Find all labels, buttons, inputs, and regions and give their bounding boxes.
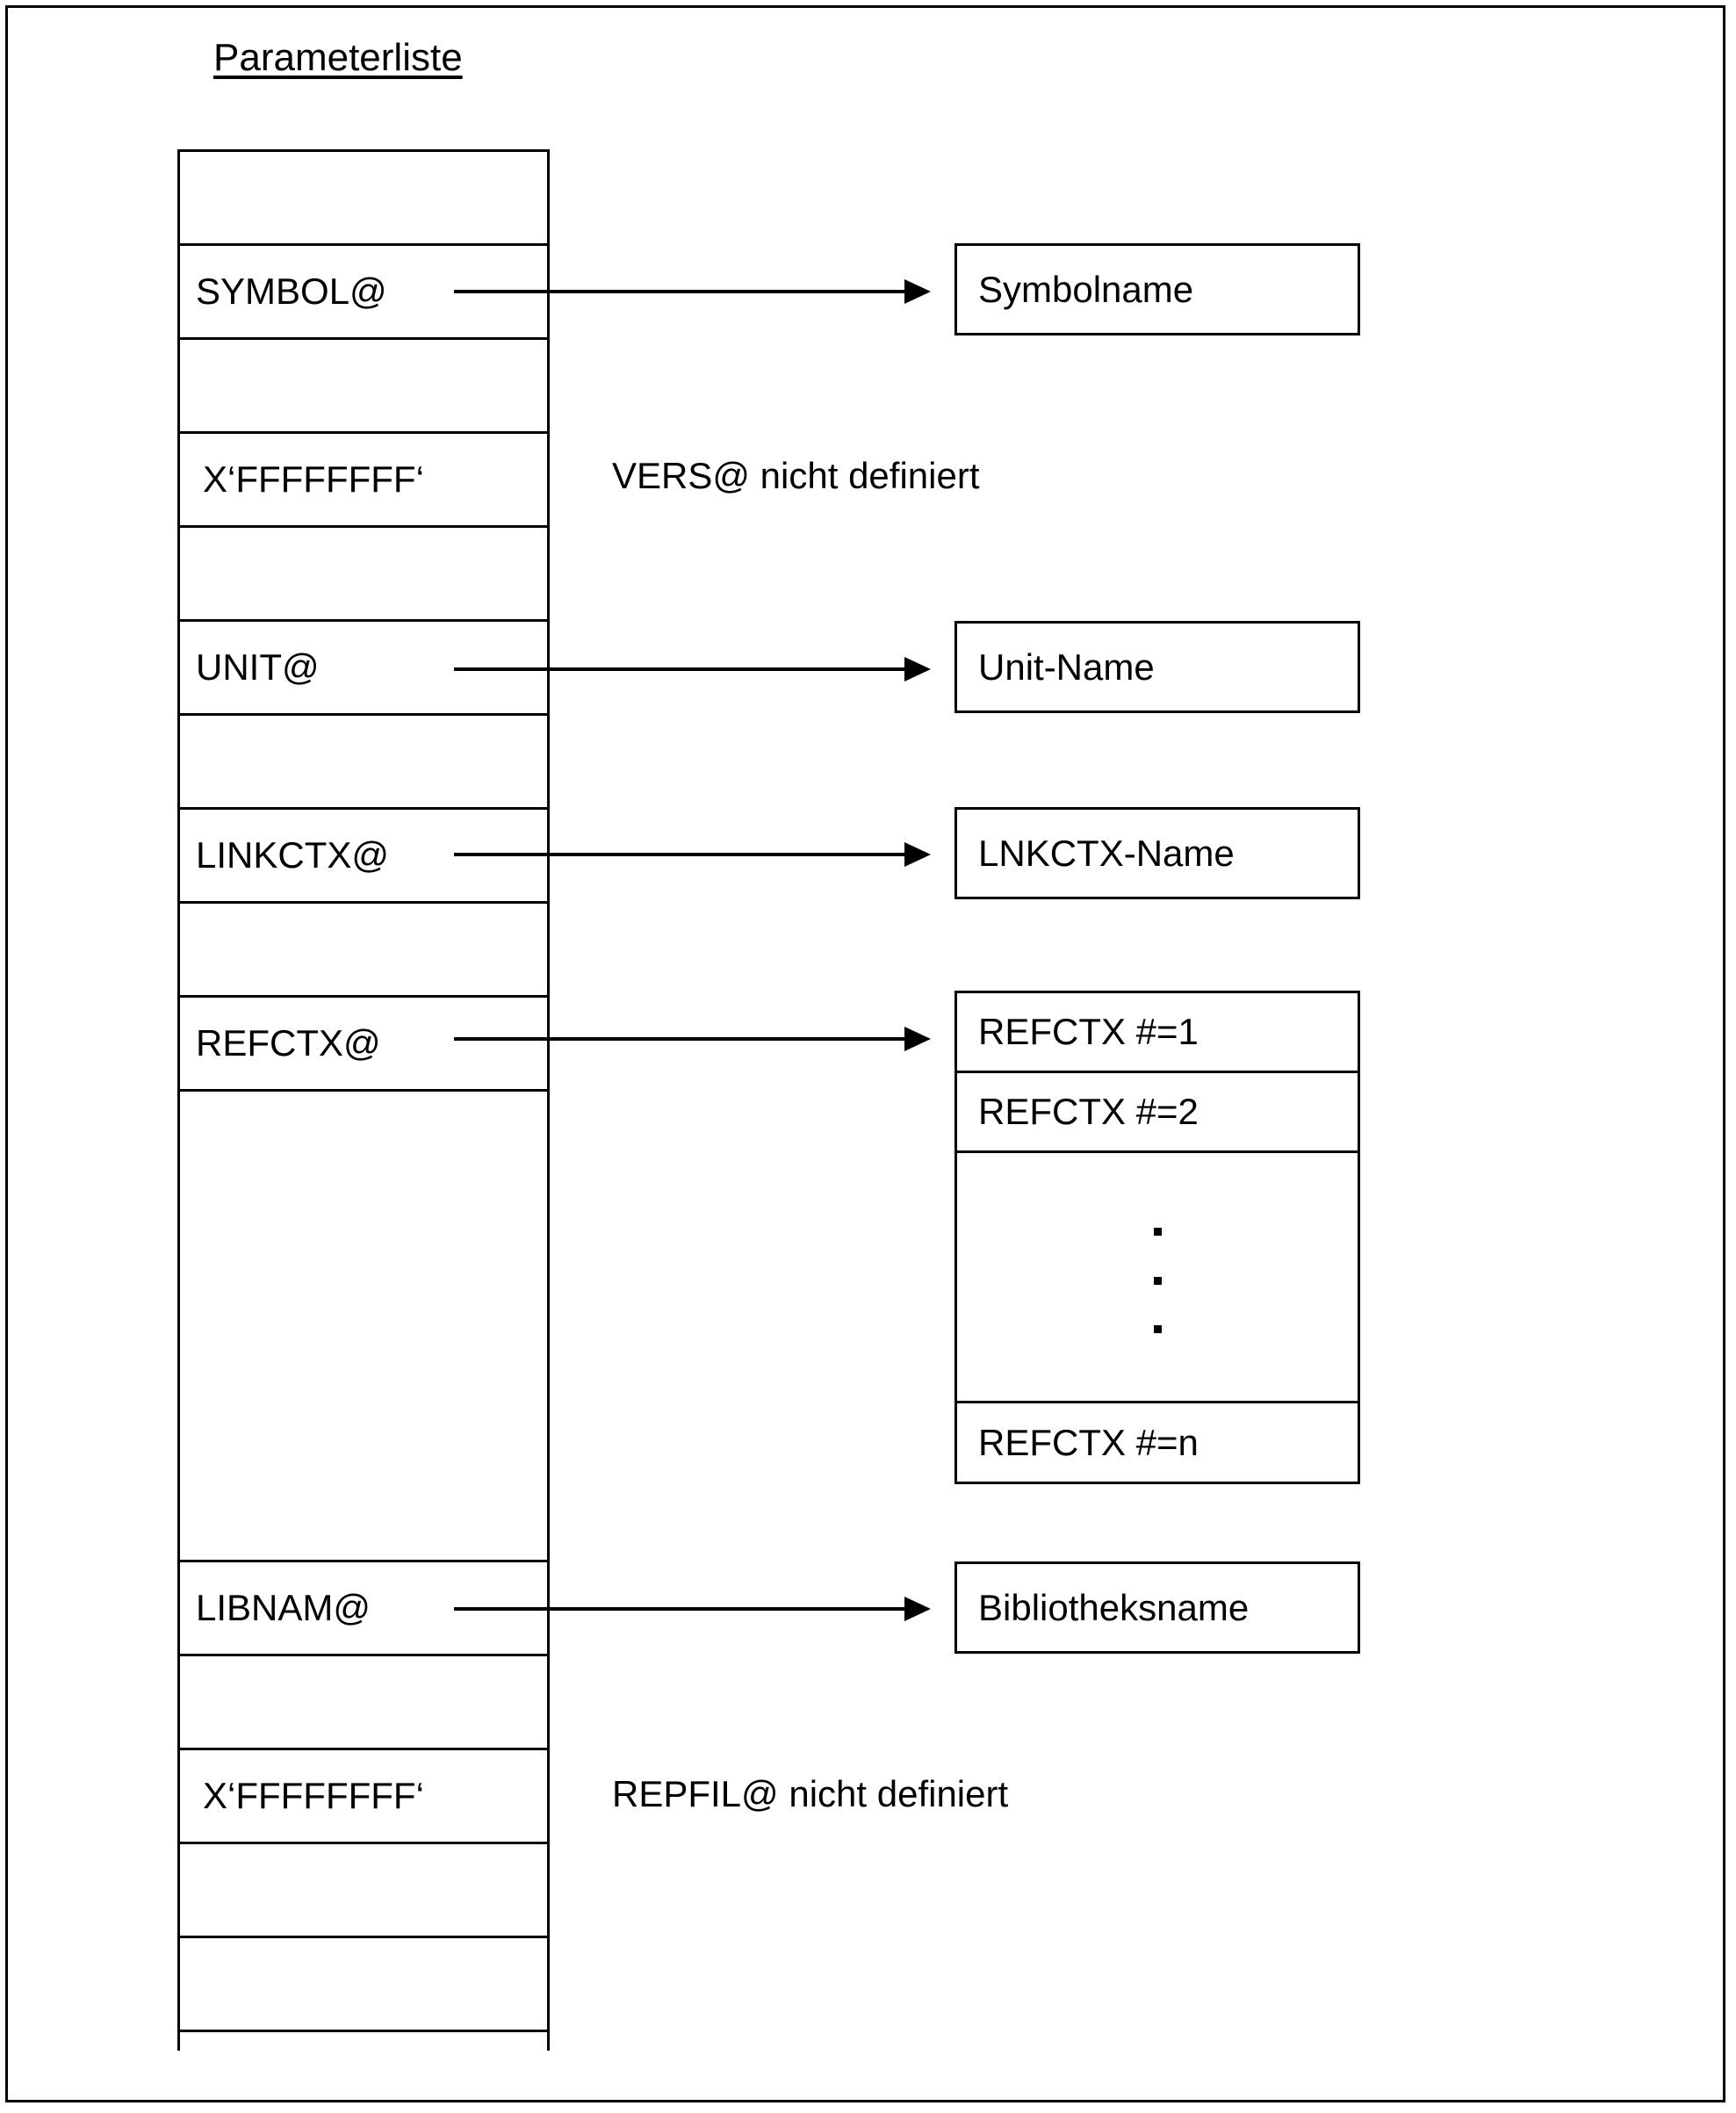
- ellipsis-dot: [1153, 1227, 1162, 1236]
- arrow-libnam-to-bibliotheksname: [454, 1597, 931, 1621]
- refctx-entry-label: REFCTX #=n: [978, 1422, 1199, 1463]
- param-row-label: SYMBOL@: [196, 270, 387, 312]
- arrow-shaft: [454, 667, 904, 671]
- arrow-shaft: [454, 1607, 904, 1611]
- ellipsis-dot: [1153, 1276, 1162, 1285]
- param-row-vers-undefined: X‘FFFFFFFF‘: [180, 434, 547, 528]
- param-row: [180, 340, 547, 434]
- arrow-head: [904, 1027, 931, 1051]
- refctx-entry-ellipsis: [957, 1153, 1358, 1403]
- arrow-unit-to-unitname: [454, 657, 931, 681]
- arrow-head: [904, 842, 931, 867]
- param-row: [180, 528, 547, 622]
- refctx-entry-1: REFCTX #=1: [957, 993, 1358, 1073]
- param-row: [180, 152, 547, 246]
- vertical-ellipsis-icon: [957, 1153, 1358, 1401]
- target-box-unitname: Unit-Name: [954, 621, 1360, 713]
- page-title: Parameterliste: [213, 36, 463, 79]
- refctx-entry-label: REFCTX #=1: [978, 1011, 1199, 1052]
- refctx-entry-stack: REFCTX #=1 REFCTX #=2 REFCTX #=n: [954, 991, 1360, 1484]
- param-row-refctx: REFCTX@: [180, 998, 547, 1092]
- param-row-symbol: SYMBOL@: [180, 246, 547, 340]
- target-box-label: LNKCTX-Name: [978, 832, 1235, 874]
- param-row-label: REFCTX@: [196, 1022, 381, 1064]
- arrow-head: [904, 657, 931, 681]
- param-row-libnam: LIBNAM@: [180, 1562, 547, 1656]
- param-row-linkctx: LINKCTX@: [180, 810, 547, 904]
- annotation-repfil-undefined: REPFIL@ nicht definiert: [612, 1773, 1009, 1814]
- target-box-label: Symbolname: [978, 268, 1194, 310]
- target-box-symbolname: Symbolname: [954, 243, 1360, 335]
- param-row-label: UNIT@: [196, 646, 320, 688]
- arrow-head: [904, 279, 931, 304]
- arrow-linkctx-to-lnkctxname: [454, 842, 931, 867]
- target-box-label: Bibliotheksname: [978, 1586, 1250, 1628]
- arrow-head: [904, 1597, 931, 1621]
- arrow-shaft: [454, 853, 904, 856]
- param-row-label: X‘FFFFFFFF‘: [203, 1775, 424, 1816]
- arrow-symbol-to-symbolname: [454, 279, 931, 304]
- param-row-unit: UNIT@: [180, 622, 547, 716]
- param-row-repfil-undefined: X‘FFFFFFFF‘: [180, 1750, 547, 1844]
- target-box-bibliotheksname: Bibliotheksname: [954, 1561, 1360, 1654]
- param-row-spacer: [180, 1092, 547, 1562]
- param-row: [180, 716, 547, 810]
- target-box-lnkctxname: LNKCTX-Name: [954, 807, 1360, 899]
- param-row: [180, 1938, 547, 2032]
- target-box-label: Unit-Name: [978, 645, 1155, 688]
- param-row: [180, 1656, 547, 1750]
- ellipsis-dot: [1153, 1325, 1162, 1334]
- param-row-label: LINKCTX@: [196, 834, 390, 876]
- refctx-entry-2: REFCTX #=2: [957, 1073, 1358, 1153]
- arrow-refctx-to-refctx-stack: [454, 1027, 931, 1051]
- arrow-shaft: [454, 290, 904, 293]
- page-border: [5, 5, 1725, 2102]
- param-row-open-end: [180, 2032, 547, 2088]
- annotation-vers-undefined: VERS@ nicht definiert: [612, 455, 980, 496]
- param-row: [180, 904, 547, 998]
- param-row: [180, 1844, 547, 1938]
- refctx-entry-n: REFCTX #=n: [957, 1403, 1358, 1482]
- arrow-shaft: [454, 1037, 904, 1041]
- param-row-label: X‘FFFFFFFF‘: [203, 458, 424, 500]
- param-row-label: LIBNAM@: [196, 1587, 371, 1628]
- refctx-entry-label: REFCTX #=2: [978, 1091, 1199, 1132]
- parameter-list-table: SYMBOL@ X‘FFFFFFFF‘ UNIT@ LINKCTX@ REFCT…: [177, 149, 550, 2051]
